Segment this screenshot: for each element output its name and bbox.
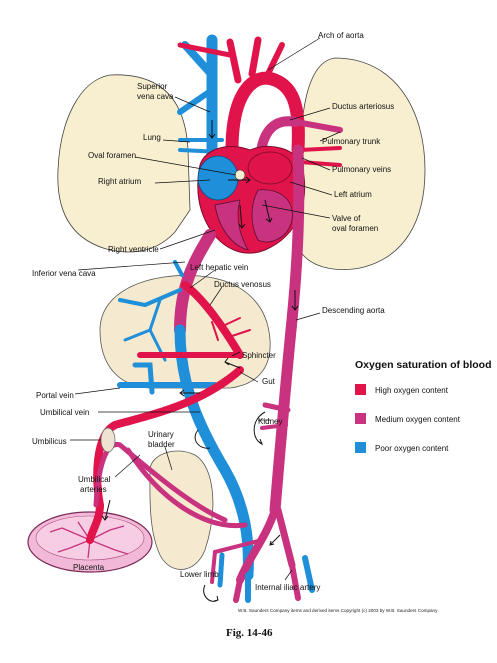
legend-title: Oxygen saturation of blood (355, 359, 492, 371)
label-superior-vena-cava-2: vena cava (137, 92, 174, 101)
ductus-venosus (137, 281, 244, 359)
label-umbilical-arteries-1: Umbilical (78, 475, 111, 484)
right-ventricle (214, 199, 249, 251)
label-descending-aorta: Descending aorta (322, 306, 385, 315)
label-kidney: Kidney (258, 417, 282, 426)
umbilical-arteries (93, 442, 248, 529)
label-right-atrium: Right atrium (98, 177, 141, 186)
liver-arteries (211, 317, 251, 341)
legend-label-poor: Poor oxygen content (375, 444, 449, 453)
placenta-vessels (49, 521, 129, 559)
label-umbilicus: Umbilicus (32, 437, 67, 446)
label-valve-of-oval-foramen-2: oval foramen (332, 224, 378, 233)
lower-limb-vessels (210, 550, 315, 603)
copyright-text: W.B. Saunders Company items and derived … (238, 608, 438, 613)
legend: Oxygen saturation of blood High oxygen c… (355, 359, 492, 453)
label-superior-vena-cava-1: Superior (137, 82, 168, 91)
label-gut: Gut (262, 377, 276, 386)
legend-label-medium: Medium oxygen content (375, 415, 461, 424)
label-valve-of-oval-foramen-1: Valve of (332, 214, 361, 223)
label-portal-vein: Portal vein (36, 391, 74, 400)
label-placenta: Placenta (73, 563, 105, 572)
right-atrium (197, 155, 239, 201)
legend-label-high: High oxygen content (375, 386, 449, 395)
label-left-hepatic-vein: Left hepatic vein (190, 263, 248, 272)
descending-aorta (213, 144, 305, 584)
label-pulmonary-trunk: Pulmonary trunk (322, 137, 381, 146)
label-ductus-arteriosus: Ductus arteriosus (332, 102, 394, 111)
left-atrium (247, 151, 293, 185)
legend-swatch-medium (355, 413, 366, 424)
left-ventricle (251, 189, 293, 243)
label-right-ventricle: Right ventricle (108, 245, 159, 254)
label-lung: Lung (143, 133, 161, 142)
heart-flow-arrows (208, 120, 273, 229)
label-umbilical-arteries-2: arteries (80, 485, 107, 494)
label-umbilical-vein: Umbilical vein (40, 408, 89, 417)
label-oval-foramen: Oval foramen (88, 151, 136, 160)
label-pulmonary-veins: Pulmonary veins (332, 165, 391, 174)
label-arch-of-aorta: Arch of aorta (318, 31, 364, 40)
flow-arrows (101, 290, 299, 602)
label-internal-iliac-artery: Internal iliac artery (255, 583, 320, 592)
leader-lines (70, 37, 341, 581)
label-left-atrium: Left atrium (334, 190, 372, 199)
label-urinary-bladder-2: bladder (148, 440, 175, 449)
oval-foramen (234, 169, 246, 181)
umbilicus (100, 427, 116, 453)
label-lower-limb: Lower limb (180, 570, 219, 579)
label-urinary-bladder-1: Urinary (148, 430, 174, 439)
inferior-vena-cava (174, 229, 254, 581)
label-inferior-vena-cava: Inferior vena cava (32, 269, 96, 278)
figure-caption: Fig. 14-46 (226, 627, 273, 639)
legend-swatch-poor (355, 442, 366, 453)
label-ductus-venosus: Ductus venosus (214, 280, 271, 289)
label-sphincter: Sphincter (242, 351, 276, 360)
legend-swatch-high (355, 384, 366, 395)
